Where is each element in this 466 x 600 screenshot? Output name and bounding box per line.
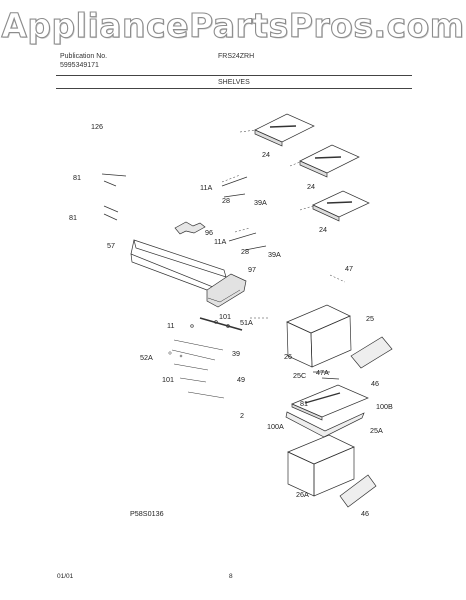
section-title: SHELVES [218,79,250,86]
label-101: 101 [219,312,231,321]
label-81: 81 [73,173,81,182]
label-101: 101 [162,375,174,384]
label-81: 81 [69,213,77,222]
screw-11 [190,324,194,328]
glass-shelf-1 [254,113,315,147]
label-57: 57 [107,241,115,250]
section-rule [56,88,412,89]
clip-96 [174,221,206,235]
label-28: 28 [222,196,230,205]
label-24: 24 [307,182,315,191]
crisper-cover-81 [291,384,369,421]
label-39a: 39A [268,250,281,259]
label-81: 81 [300,399,308,408]
shelf-rail-81 [101,173,127,221]
label-26: 26 [284,352,292,361]
shelf-brackets [221,176,267,251]
label-2: 2 [240,411,244,420]
label-11a: 11A [214,237,227,246]
glass-shelf-3 [312,190,370,222]
label-97: 97 [248,265,256,274]
label-96: 96 [205,228,213,237]
model-number: FRS24ZRH [218,53,255,60]
label-39: 39 [232,349,240,358]
bracket-assembly [168,339,225,399]
drawer-cover-46 [350,336,393,369]
label-100b: 100B [376,402,393,411]
label-52a: 52A [140,353,153,362]
crisper-drawer-26a [287,434,355,497]
label-100a: 100A [267,422,284,431]
publication-number: 5995349171 [60,62,99,69]
label-126: 126 [91,122,103,131]
label-46: 46 [371,379,379,388]
slide-shelf-57 [130,239,227,294]
label-39a: 39A [254,198,267,207]
label-46: 46 [361,509,369,518]
label-25: 25 [366,314,374,323]
label-11a: 11A [200,183,213,192]
label-26a: 26A [296,490,309,499]
crisper-drawer-26 [286,304,352,368]
leader-lines [221,129,346,319]
header-rule [56,75,412,76]
label-11: 11 [167,321,175,330]
label-49: 49 [237,375,245,384]
label-47: 47 [345,264,353,273]
footer-date: 01/01 [57,573,74,580]
label-51a: 51A [240,318,253,327]
page-number: 8 [229,573,233,580]
diagram-code: P58S0136 [130,509,164,518]
shelf-front-97 [206,273,247,308]
publication-label: Publication No. [60,53,108,60]
label-28: 28 [241,247,249,256]
drawer-cover-46-lower [339,474,377,508]
part-47a [321,377,340,380]
watermark: AppliancePartsPros.com [1,5,465,45]
label-24: 24 [262,150,270,159]
label-24: 24 [319,225,327,234]
label-25a: 25A [370,426,383,435]
label-25c: 25C [293,371,307,380]
glass-shelf-2 [299,144,360,178]
label-47a: 47A [316,368,329,377]
cover-frame-100a [285,411,365,438]
rail-101 [199,317,243,331]
